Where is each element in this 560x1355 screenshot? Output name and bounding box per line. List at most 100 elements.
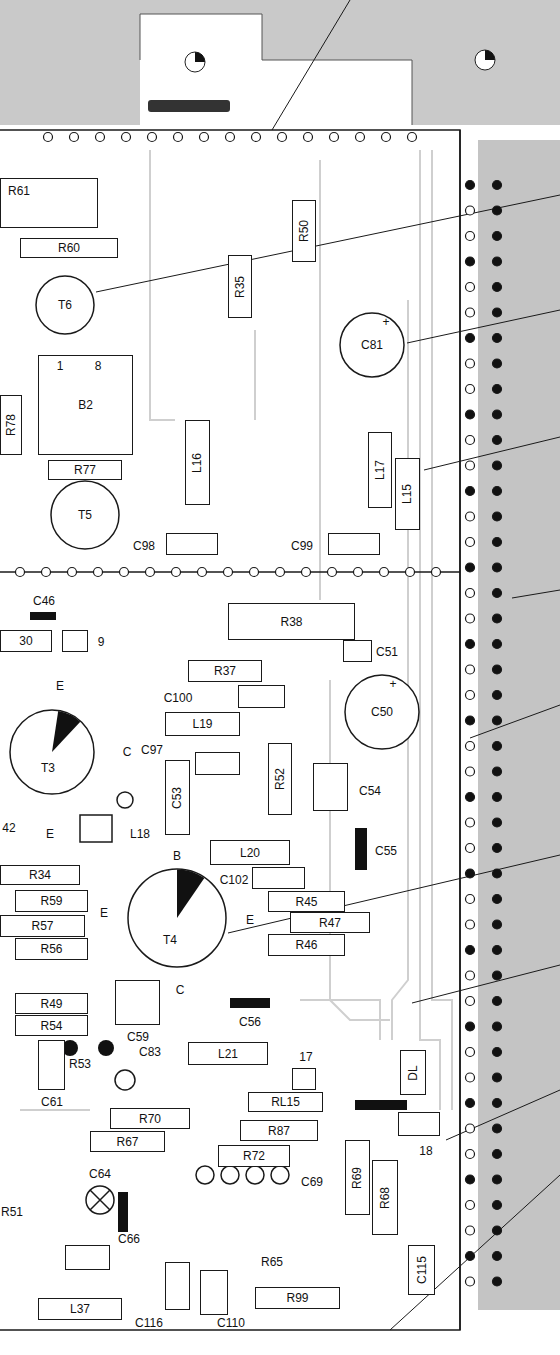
component-box: C115 bbox=[408, 1245, 435, 1295]
pad bbox=[354, 568, 363, 577]
cutout bbox=[262, 60, 412, 125]
pad bbox=[493, 538, 502, 547]
pad bbox=[493, 767, 502, 776]
part-label: C54 bbox=[359, 785, 381, 797]
mount-hole bbox=[475, 50, 495, 70]
component-box: L37 bbox=[38, 1298, 122, 1320]
pad bbox=[466, 283, 475, 292]
connector-band bbox=[478, 140, 560, 1310]
pad bbox=[466, 1022, 475, 1031]
pad bbox=[466, 920, 475, 929]
component-box: C59 bbox=[115, 980, 160, 1025]
component-outline bbox=[340, 313, 404, 377]
pad bbox=[174, 133, 183, 142]
mount-hole bbox=[485, 50, 495, 60]
part-label: C53 bbox=[171, 786, 183, 808]
part-label: R50 bbox=[298, 220, 310, 242]
component-box: 9 bbox=[62, 630, 88, 652]
component-box: R47 bbox=[290, 912, 370, 933]
part-label: C98 bbox=[133, 540, 155, 552]
capacitor-circle: C81 bbox=[339, 312, 405, 378]
pad bbox=[466, 181, 475, 190]
part-label: R35 bbox=[234, 275, 246, 297]
part-label: T3 bbox=[41, 762, 55, 774]
component-box: 17 bbox=[292, 1068, 316, 1090]
part-label: R52 bbox=[274, 768, 286, 790]
transistor-circle: T4 bbox=[127, 868, 227, 968]
part-label: 1 bbox=[57, 360, 64, 372]
pad bbox=[68, 568, 77, 577]
part-label: R68 bbox=[379, 1186, 391, 1208]
emitter-mark bbox=[177, 870, 204, 919]
pad bbox=[493, 1201, 502, 1210]
part-label: L15 bbox=[402, 484, 414, 504]
pad bbox=[382, 133, 391, 142]
part-label: R45 bbox=[295, 896, 317, 908]
pad bbox=[466, 1252, 475, 1261]
pad bbox=[493, 1048, 502, 1057]
pad bbox=[200, 133, 209, 142]
component-box: 30 bbox=[0, 630, 52, 652]
leader-lines bbox=[96, 0, 560, 1330]
pad bbox=[172, 568, 181, 577]
pad bbox=[466, 359, 475, 368]
pad bbox=[380, 568, 389, 577]
pad bbox=[466, 563, 475, 572]
traces bbox=[20, 150, 452, 1110]
round-parts bbox=[80, 792, 289, 1214]
component-box: R57 bbox=[0, 915, 85, 937]
component-box: L20 bbox=[210, 840, 290, 865]
part-label: R99 bbox=[286, 1292, 308, 1304]
pad bbox=[466, 895, 475, 904]
pad bbox=[466, 818, 475, 827]
pad bbox=[493, 920, 502, 929]
part-label: L18 bbox=[130, 828, 150, 840]
pad bbox=[493, 308, 502, 317]
part-label: 30 bbox=[19, 635, 32, 647]
pad bbox=[42, 568, 51, 577]
component-box: R77 bbox=[48, 460, 122, 480]
part-label: E bbox=[46, 828, 54, 840]
pad bbox=[493, 1226, 502, 1235]
pad bbox=[493, 1175, 502, 1184]
pad bbox=[276, 568, 285, 577]
part-label: C56 bbox=[239, 1016, 261, 1028]
component-outline bbox=[51, 481, 119, 549]
pad bbox=[493, 1073, 502, 1082]
capacitor-circle: C50 bbox=[344, 674, 420, 750]
component-box: R45 bbox=[268, 891, 345, 912]
component-box: R87 bbox=[240, 1120, 318, 1141]
part-label: E bbox=[100, 907, 108, 919]
pad bbox=[250, 568, 259, 577]
part-label: C61 bbox=[41, 1096, 63, 1108]
part-label: C66 bbox=[118, 1233, 140, 1245]
component-box: C100 bbox=[238, 685, 285, 708]
pad bbox=[146, 568, 155, 577]
pad bbox=[466, 1099, 475, 1108]
component-box: R67 bbox=[90, 1131, 165, 1152]
pad bbox=[466, 793, 475, 802]
pad bbox=[96, 133, 105, 142]
pad bbox=[493, 640, 502, 649]
component-box: R54 bbox=[15, 1015, 88, 1036]
pad bbox=[493, 1150, 502, 1159]
pad bbox=[493, 385, 502, 394]
pad bbox=[493, 691, 502, 700]
pad bbox=[356, 133, 365, 142]
component-box: C51 bbox=[343, 640, 372, 662]
part-label: L21 bbox=[218, 1048, 238, 1060]
part-label: R51 bbox=[1, 1206, 23, 1218]
mount-hole bbox=[195, 52, 205, 62]
pad bbox=[493, 461, 502, 470]
pad bbox=[466, 844, 475, 853]
part-label: L17 bbox=[374, 460, 386, 480]
pad bbox=[493, 232, 502, 241]
pad bbox=[466, 308, 475, 317]
part-label: L20 bbox=[240, 847, 260, 859]
component-box: R46 bbox=[268, 934, 345, 956]
capacitor-circle: T6 bbox=[35, 275, 95, 335]
pad bbox=[466, 767, 475, 776]
component-box: R52 bbox=[268, 743, 292, 815]
pad bbox=[493, 997, 502, 1006]
